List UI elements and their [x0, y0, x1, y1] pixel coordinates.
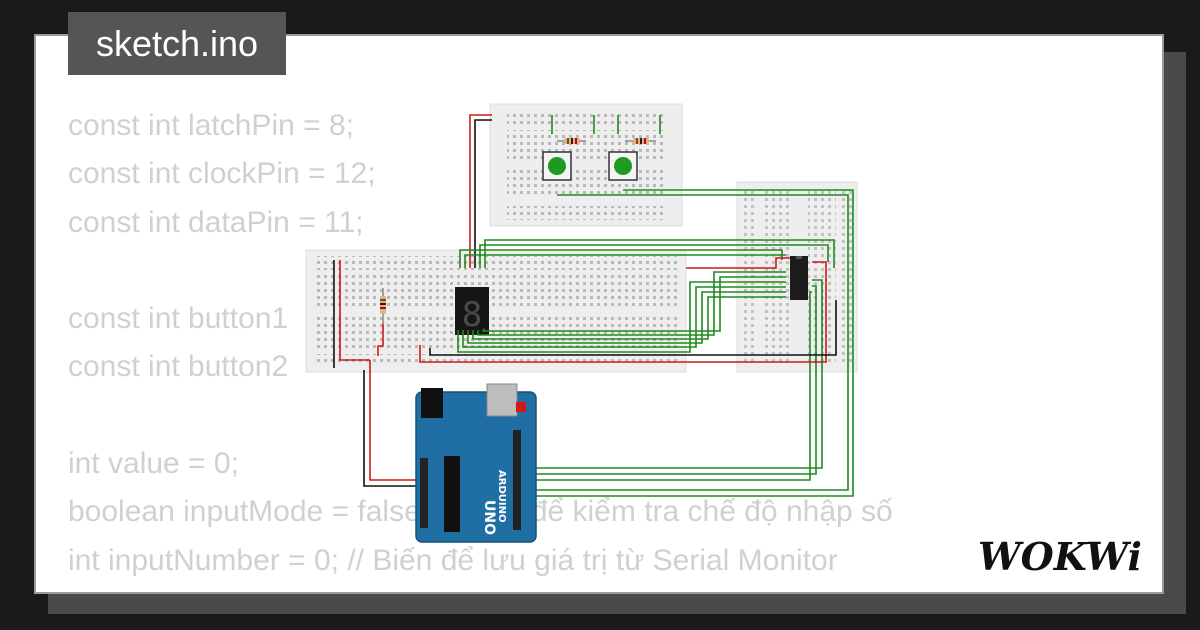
display-digit: 8: [462, 295, 482, 335]
wokwi-logo: WOKWi: [978, 534, 1142, 579]
code-line: const int clockPin = 12;: [68, 157, 376, 191]
seven-segment-display: 8: [455, 287, 489, 335]
code-line: const int button1: [68, 302, 289, 336]
shift-register-chip: [790, 256, 808, 300]
wires: [333, 114, 854, 497]
arduino-uno-board: ARDUINO UNO: [415, 383, 537, 543]
breadboard-top: [489, 103, 683, 227]
code-line: const int dataPin = 11;: [68, 205, 364, 239]
filename-tab[interactable]: sketch.ino: [68, 12, 286, 75]
code-line: int inputNumber = 0; // Biến để lưu giá …: [68, 543, 838, 577]
code-line: int value = 0;: [68, 447, 239, 481]
code-line: const int latchPin = 8;: [68, 109, 354, 142]
resistor-1: [557, 138, 586, 144]
code-line: const int button2: [68, 350, 289, 384]
code-preview: const int latchPin = 8; const int clockPi…: [68, 102, 893, 585]
resistor-2: [625, 138, 656, 144]
resistor-3: [380, 288, 386, 324]
push-button-1[interactable]: [542, 151, 572, 181]
breadboard-main: [305, 249, 687, 373]
push-button-2[interactable]: [608, 151, 638, 181]
arduino-model-label: UNO: [481, 500, 497, 535]
arduino-brand-label: ARDUINO: [496, 470, 507, 522]
wokwi-logo-text: WOKWi: [978, 534, 1142, 579]
